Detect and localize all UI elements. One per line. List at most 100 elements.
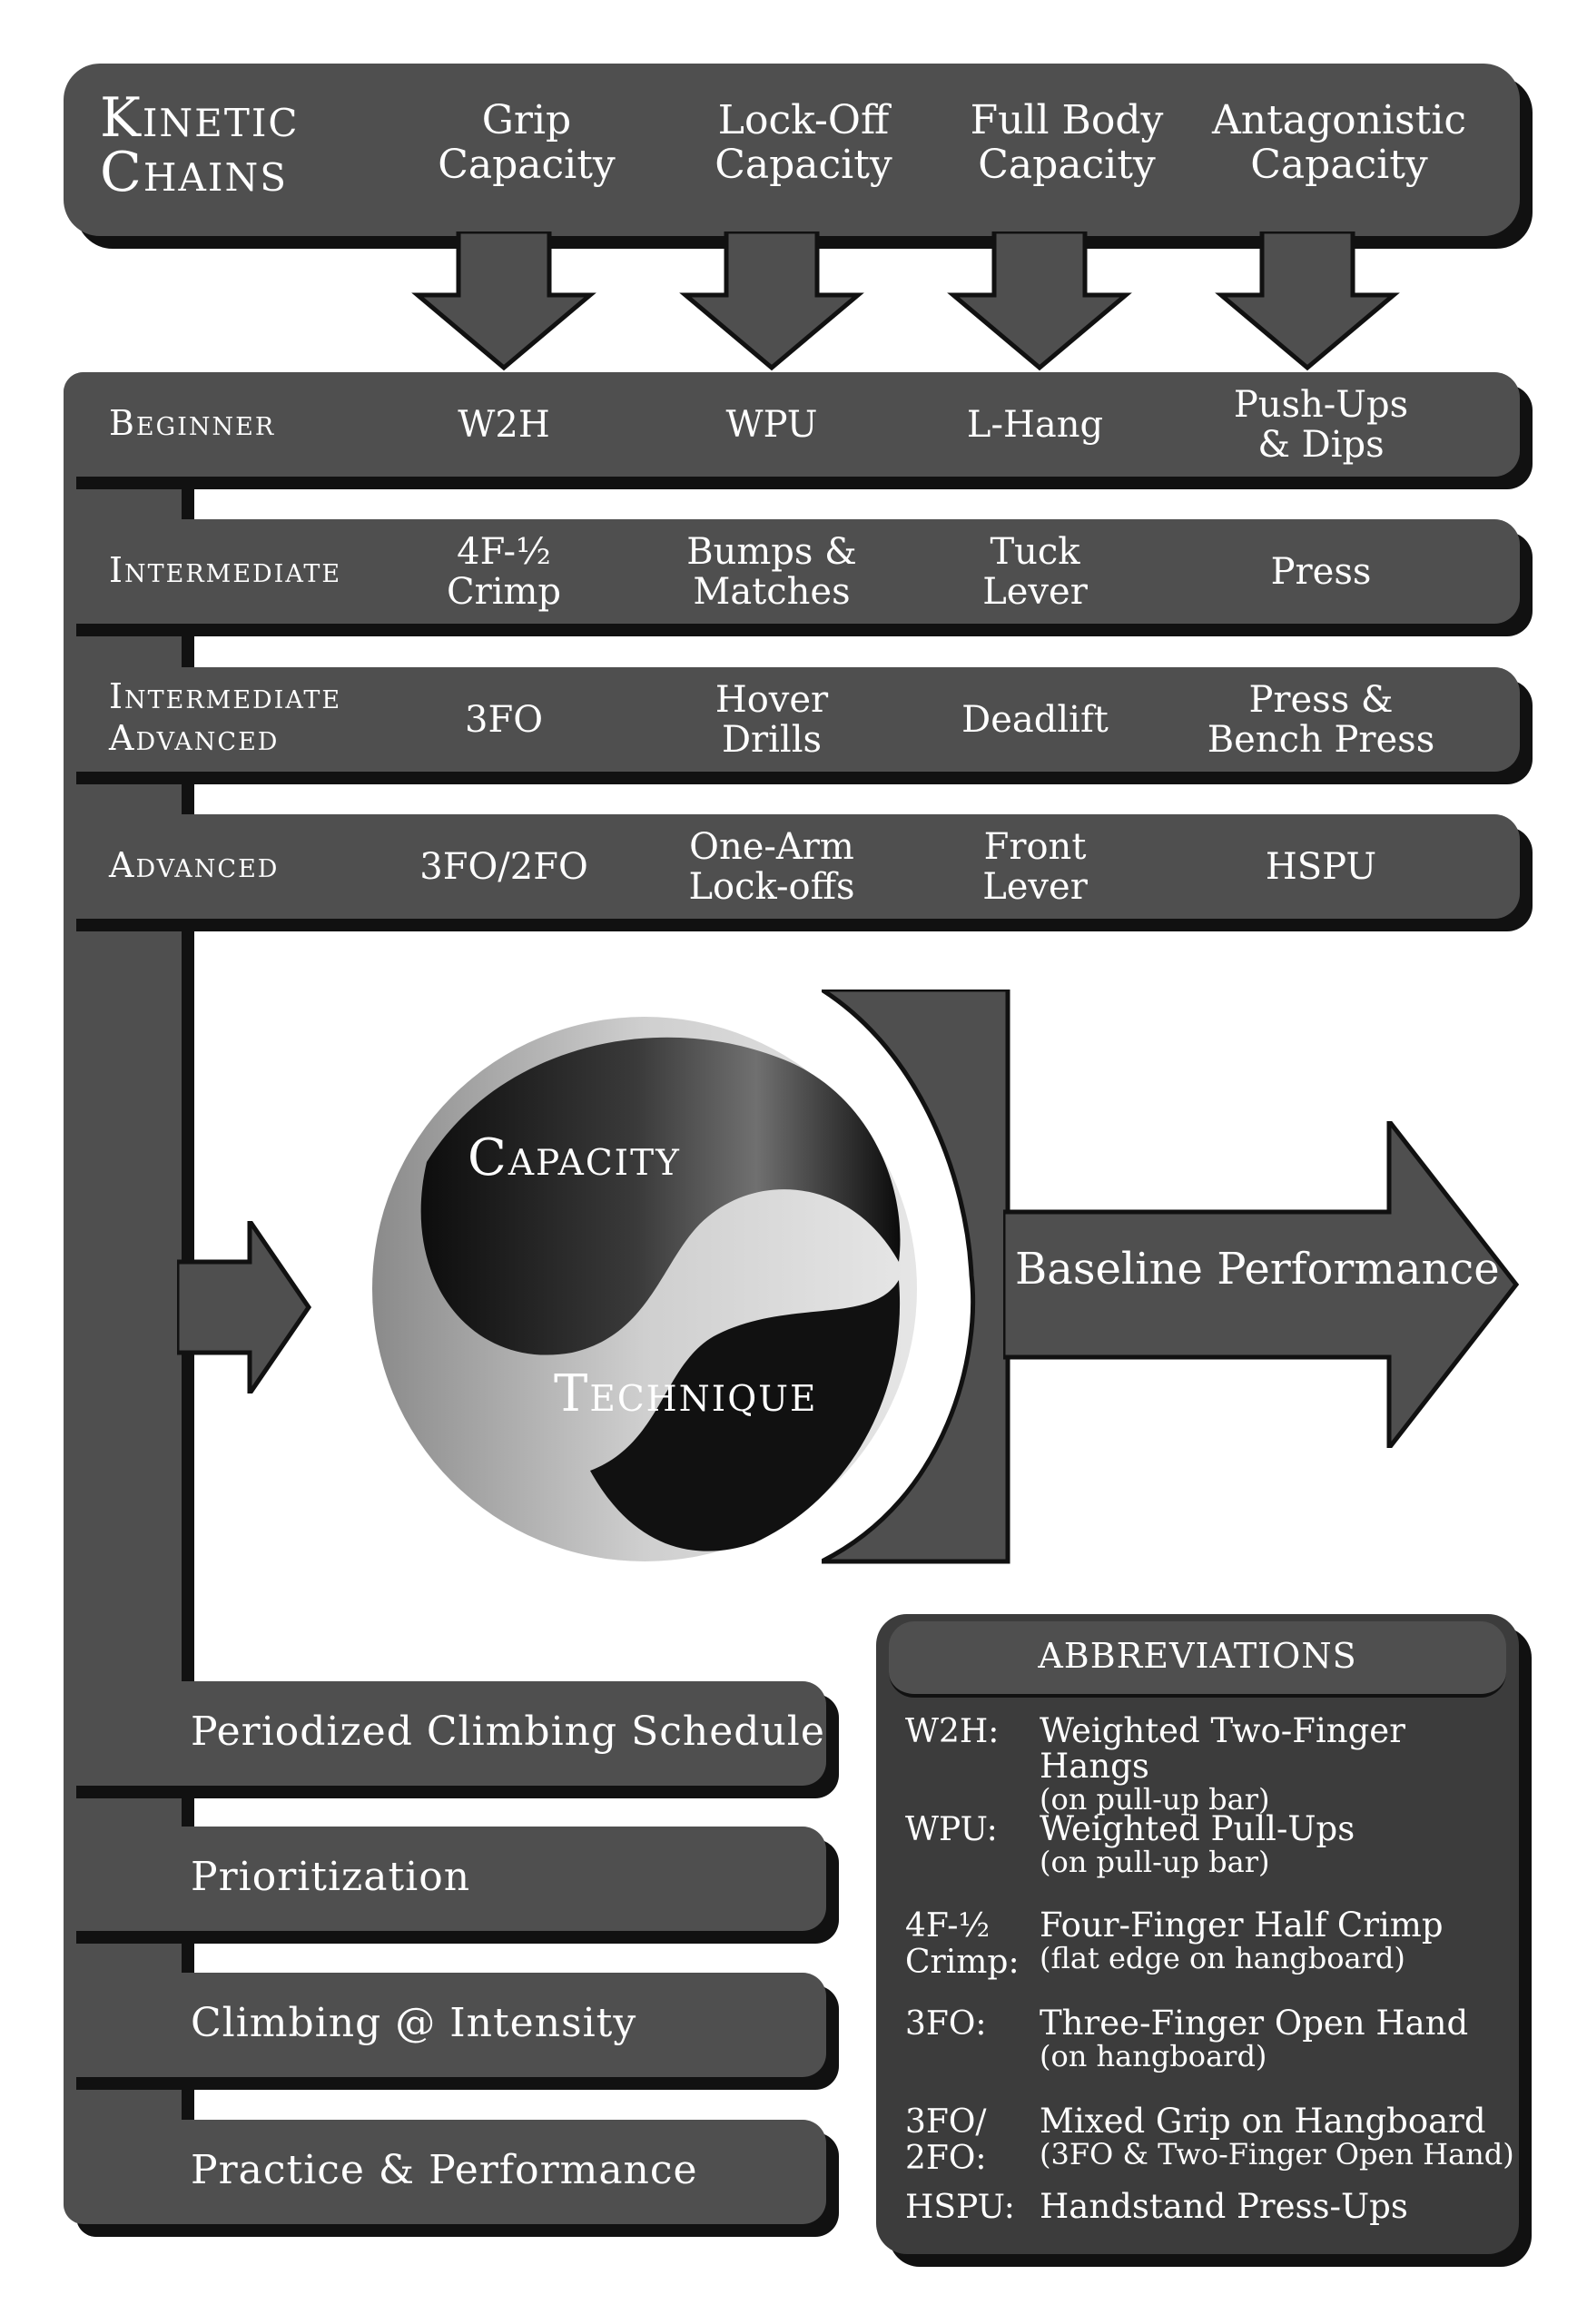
yin-yang-dark-bottom [590, 1280, 901, 1551]
baseline-performance-arrow-shape [1003, 1121, 1520, 1448]
abbreviations-box: ABBREVIATIONS W2H: Weighted Two-Finger H… [876, 1614, 1519, 2254]
crescent-bracket-shape [822, 990, 1010, 1564]
abbreviations-title: ABBREVIATIONS [1038, 1636, 1357, 1676]
abbr-term-text: 3FO/ [905, 2103, 987, 2141]
abbr-note-text: (on pull-up bar) [1040, 1781, 1270, 1817]
abbr-def-hspu: Handstand Press-Ups [1040, 2187, 1408, 2226]
level-name-advanced-text: Advanced [109, 845, 280, 885]
cell-text: 3FO/2FO [419, 845, 588, 888]
abbr-term-text: W2H: [905, 1713, 1000, 1750]
kinetic-chains-header: Kinetic Chains Grip Capacity Lock-Off Ca… [64, 64, 1520, 236]
cell-text: Bumps & [686, 530, 857, 573]
cell-text: 3FO [465, 698, 543, 741]
down-arrow-fullbody-icon [947, 231, 1132, 371]
abbr-def-text: Handstand Press-Ups [1040, 2187, 1408, 2226]
left-spine-bar [64, 372, 182, 2224]
cell-text: Matches [693, 570, 851, 613]
level-name-intermediate-advanced: Intermediate Advanced [109, 676, 341, 759]
cell-text: Lock-offs [688, 865, 855, 908]
process-item-climbing-intensity: Climbing @ Intensity [64, 1973, 826, 2077]
abbr-term-4f-half-crimp: 4F-½ Crimp: [905, 1908, 1020, 1980]
abbr-def-4f-half-crimp: Four-Finger Half Crimp (flat edge on han… [1040, 1905, 1444, 1975]
chain-grip-line1: Grip [481, 97, 572, 143]
yin-yang-dark-top [420, 1037, 901, 1355]
cell-intermediate-antagonistic: Press [1185, 519, 1457, 624]
abbr-def-text: Three-Finger Open Hand [1040, 2004, 1469, 2043]
level-row-beginner: Beginner W2H WPU L-Hang Push-Ups& Dips [64, 372, 1520, 477]
abbr-def-text: Four-Finger Half Crimp [1040, 1905, 1444, 1945]
abbr-def-text: Weighted Two-Finger Hangs [1040, 1711, 1405, 1786]
down-arrow-antagonistic-icon [1215, 231, 1400, 371]
abbr-term-text: Crimp: [905, 1943, 1020, 1981]
yin-yang-icon [372, 1017, 917, 1561]
down-arrow-grip-icon [411, 231, 596, 371]
process-item-text: Periodized Climbing Schedule [191, 1709, 825, 1755]
abbr-def-3fo-2fo: Mixed Grip on Hangboard (3FO & Two-Finge… [1040, 2102, 1514, 2171]
cell-text: One-Arm [689, 825, 854, 868]
abbr-note-text: (flat edge on hangboard) [1040, 1940, 1405, 1975]
abbr-term-text: 3FO: [905, 2005, 987, 2043]
level-name-beginner-text: Beginner [109, 403, 276, 443]
cell-int-adv-antagonistic: Press &Bench Press [1185, 667, 1457, 772]
abbr-term-w2h: W2H: [905, 1714, 999, 1750]
level-name-intermediate: Intermediate [109, 550, 341, 592]
header-title: Kinetic Chains [100, 91, 300, 200]
header-title-line2: Chains [100, 141, 288, 204]
abbr-note-text: (on pull-up bar) [1040, 1844, 1270, 1879]
cell-text: Hover [715, 678, 829, 721]
cell-text: W2H [458, 403, 550, 446]
level-name-advanced: Advanced [109, 845, 279, 887]
cell-int-adv-fullbody: Deadlift [899, 667, 1171, 772]
level-name-int-adv-line1: Intermediate [109, 676, 342, 716]
abbr-def-3fo: Three-Finger Open Hand (on hangboard) [1040, 2004, 1469, 2072]
process-item-practice-performance: Practice & Performance [64, 2120, 826, 2224]
process-item-periodized-schedule: Periodized Climbing Schedule [64, 1681, 826, 1786]
process-item-text: Climbing @ Intensity [191, 2000, 637, 2046]
abbr-term-wpu: WPU: [905, 1812, 998, 1848]
chain-lock-off-line1: Lock-Off [717, 97, 890, 143]
cell-text: Tuck [990, 530, 1080, 573]
cell-text: 4F-½ [457, 530, 551, 573]
chain-full-body: Full Body Capacity [931, 98, 1203, 188]
abbr-term-text: HSPU: [905, 2189, 1015, 2226]
cell-text: Bench Press [1207, 718, 1435, 761]
process-item-text: Prioritization [191, 1854, 471, 1900]
chain-antagonistic-line2: Capacity [1250, 142, 1428, 189]
yin-yang-capacity-label: Capacity [468, 1128, 681, 1187]
abbr-note-text: (3FO & Two-Finger Open Hand) [1040, 2136, 1514, 2171]
cell-text: Deadlift [961, 698, 1109, 741]
cell-text: Front [983, 825, 1087, 868]
cell-text: WPU [725, 403, 818, 446]
yin-yang-technique-label: Technique [554, 1364, 818, 1423]
chain-full-body-line1: Full Body [970, 97, 1164, 143]
cell-text: Press & [1248, 678, 1394, 721]
process-item-text: Practice & Performance [191, 2147, 698, 2193]
cell-beginner-antagonistic: Push-Ups& Dips [1185, 372, 1457, 477]
baseline-performance-label: Baseline Performance [1015, 1244, 1500, 1295]
cell-int-adv-grip: 3FO [368, 667, 640, 772]
chain-antagonistic: Antagonistic Capacity [1176, 98, 1503, 188]
cell-beginner-grip: W2H [368, 372, 640, 477]
cell-text: L-Hang [966, 403, 1104, 446]
cell-text: Lever [982, 865, 1088, 908]
cell-beginner-fullbody: L-Hang [899, 372, 1171, 477]
chain-grip-line2: Capacity [438, 142, 616, 189]
header-title-line1: Kinetic [100, 86, 300, 150]
chain-lock-off: Lock-Off Capacity [667, 98, 940, 188]
chain-antagonistic-line1: Antagonistic [1211, 97, 1467, 143]
abbr-def-wpu: Weighted Pull-Ups (on pull-up bar) [1040, 1811, 1355, 1879]
abbr-term-3fo-2fo: 3FO/ 2FO: [905, 2104, 987, 2176]
abbr-term-hspu: HSPU: [905, 2190, 1015, 2226]
right-arrow-small-icon [177, 1221, 312, 1393]
abbreviations-header: ABBREVIATIONS [889, 1621, 1506, 1698]
cell-intermediate-lockoff: Bumps &Matches [636, 519, 908, 624]
down-arrows [411, 231, 1400, 371]
abbr-def-text: Mixed Grip on Hangboard [1040, 2102, 1486, 2141]
